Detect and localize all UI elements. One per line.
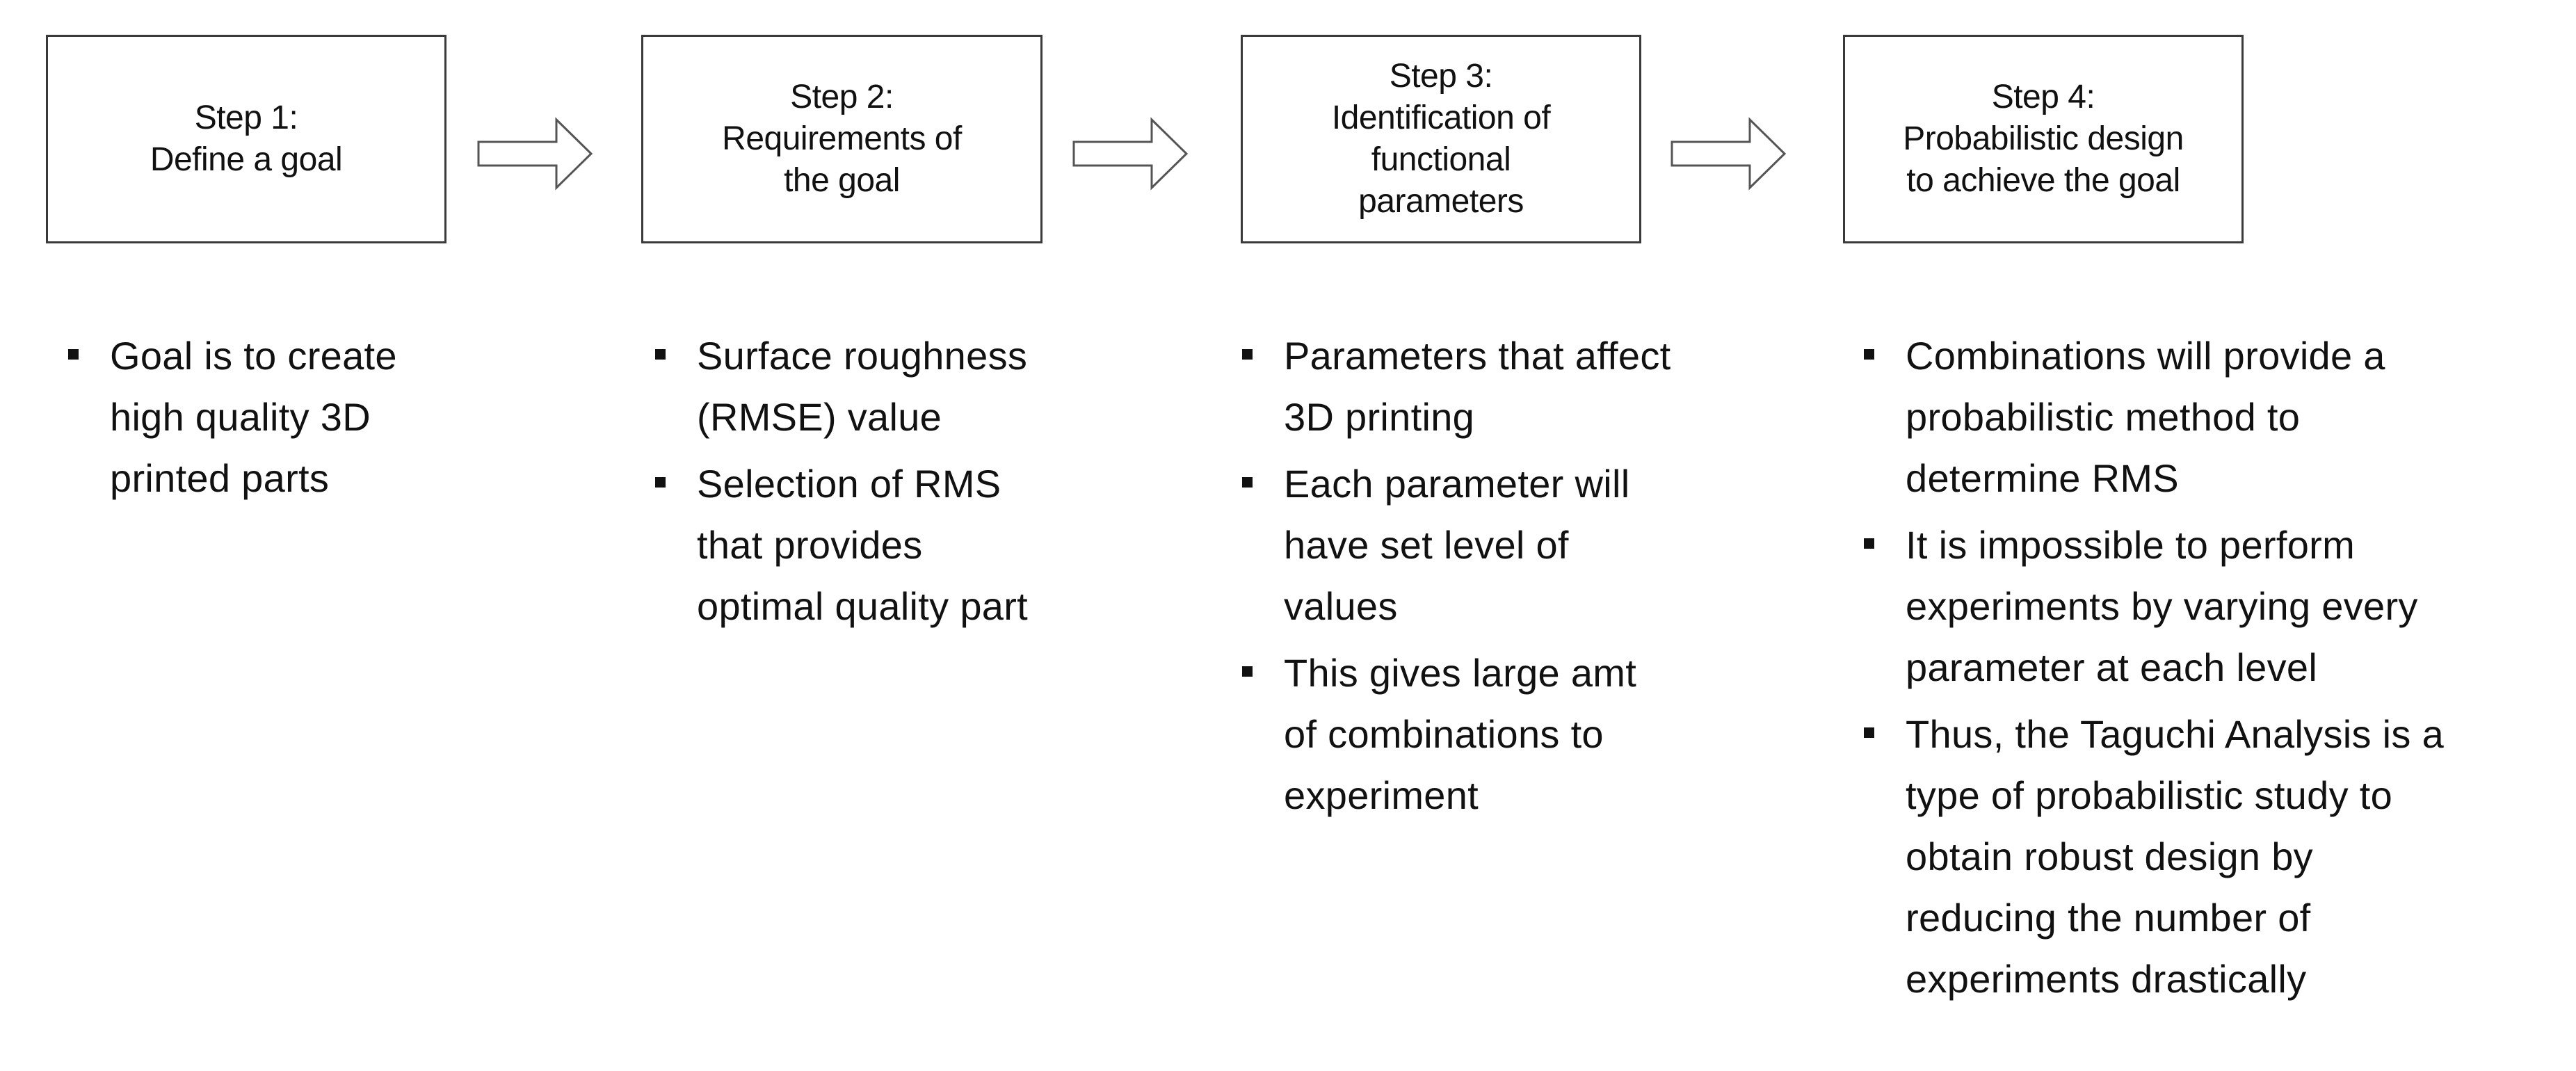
square-bullet-icon <box>655 477 666 488</box>
step-4-title: Step 4: Probabilistic design to achieve … <box>1903 79 2184 199</box>
square-bullet-icon <box>68 349 79 360</box>
step-3-bullet-list: Parameters that affect 3D printing Each … <box>1224 325 1753 832</box>
bullet-text: This gives large amt of combinations to … <box>1284 651 1637 817</box>
list-item: Each parameter will have set level of va… <box>1224 453 1753 637</box>
bullet-text: Selection of RMS that provides optimal q… <box>697 462 1029 628</box>
square-bullet-icon <box>1864 727 1874 738</box>
step-1-box: Step 1: Define a goal <box>46 35 446 243</box>
bullet-text: Parameters that affect 3D printing <box>1284 334 1671 439</box>
list-item: This gives large amt of combinations to … <box>1224 643 1753 826</box>
step-1-bullet-list: Goal is to create high quality 3D printe… <box>50 325 481 515</box>
right-arrow-icon <box>477 117 593 191</box>
bullet-text: Combinations will provide a probabilisti… <box>1906 334 2385 500</box>
bullet-text: Each parameter will have set level of va… <box>1284 462 1630 628</box>
list-item: Thus, the Taguchi Analysis is a type of … <box>1846 704 2569 1010</box>
list-item: Combinations will provide a probabilisti… <box>1846 325 2569 509</box>
list-item: Parameters that affect 3D printing <box>1224 325 1753 448</box>
step-4-bullet-list: Combinations will provide a probabilisti… <box>1846 325 2569 1015</box>
step-2-bullet-list: Surface roughness (RMSE) value Selection… <box>637 325 1138 643</box>
step-3-title: Step 3: Identification of functional par… <box>1331 58 1551 220</box>
square-bullet-icon <box>1864 538 1874 549</box>
square-bullet-icon <box>1242 666 1253 677</box>
square-bullet-icon <box>1242 349 1253 360</box>
bullet-text: Thus, the Taguchi Analysis is a type of … <box>1906 712 2445 1001</box>
right-arrow-icon <box>1671 117 1787 191</box>
step-2-box: Step 2: Requirements of the goal <box>641 35 1043 243</box>
list-item: Selection of RMS that provides optimal q… <box>637 453 1138 637</box>
list-item: It is impossible to perform experiments … <box>1846 515 2569 698</box>
square-bullet-icon <box>655 349 666 360</box>
list-item: Surface roughness (RMSE) value <box>637 325 1138 448</box>
step-4-box: Step 4: Probabilistic design to achieve … <box>1843 35 2244 243</box>
bullet-text: Surface roughness (RMSE) value <box>697 334 1028 439</box>
square-bullet-icon <box>1242 477 1253 488</box>
right-arrow-icon <box>1072 117 1189 191</box>
step-2-title: Step 2: Requirements of the goal <box>722 79 962 199</box>
list-item: Goal is to create high quality 3D printe… <box>50 325 481 509</box>
step-3-box: Step 3: Identification of functional par… <box>1241 35 1641 243</box>
square-bullet-icon <box>1864 349 1874 360</box>
step-1-title: Step 1: Define a goal <box>150 99 343 178</box>
bullet-text: It is impossible to perform experiments … <box>1906 523 2418 689</box>
bullet-text: Goal is to create high quality 3D printe… <box>110 334 397 500</box>
